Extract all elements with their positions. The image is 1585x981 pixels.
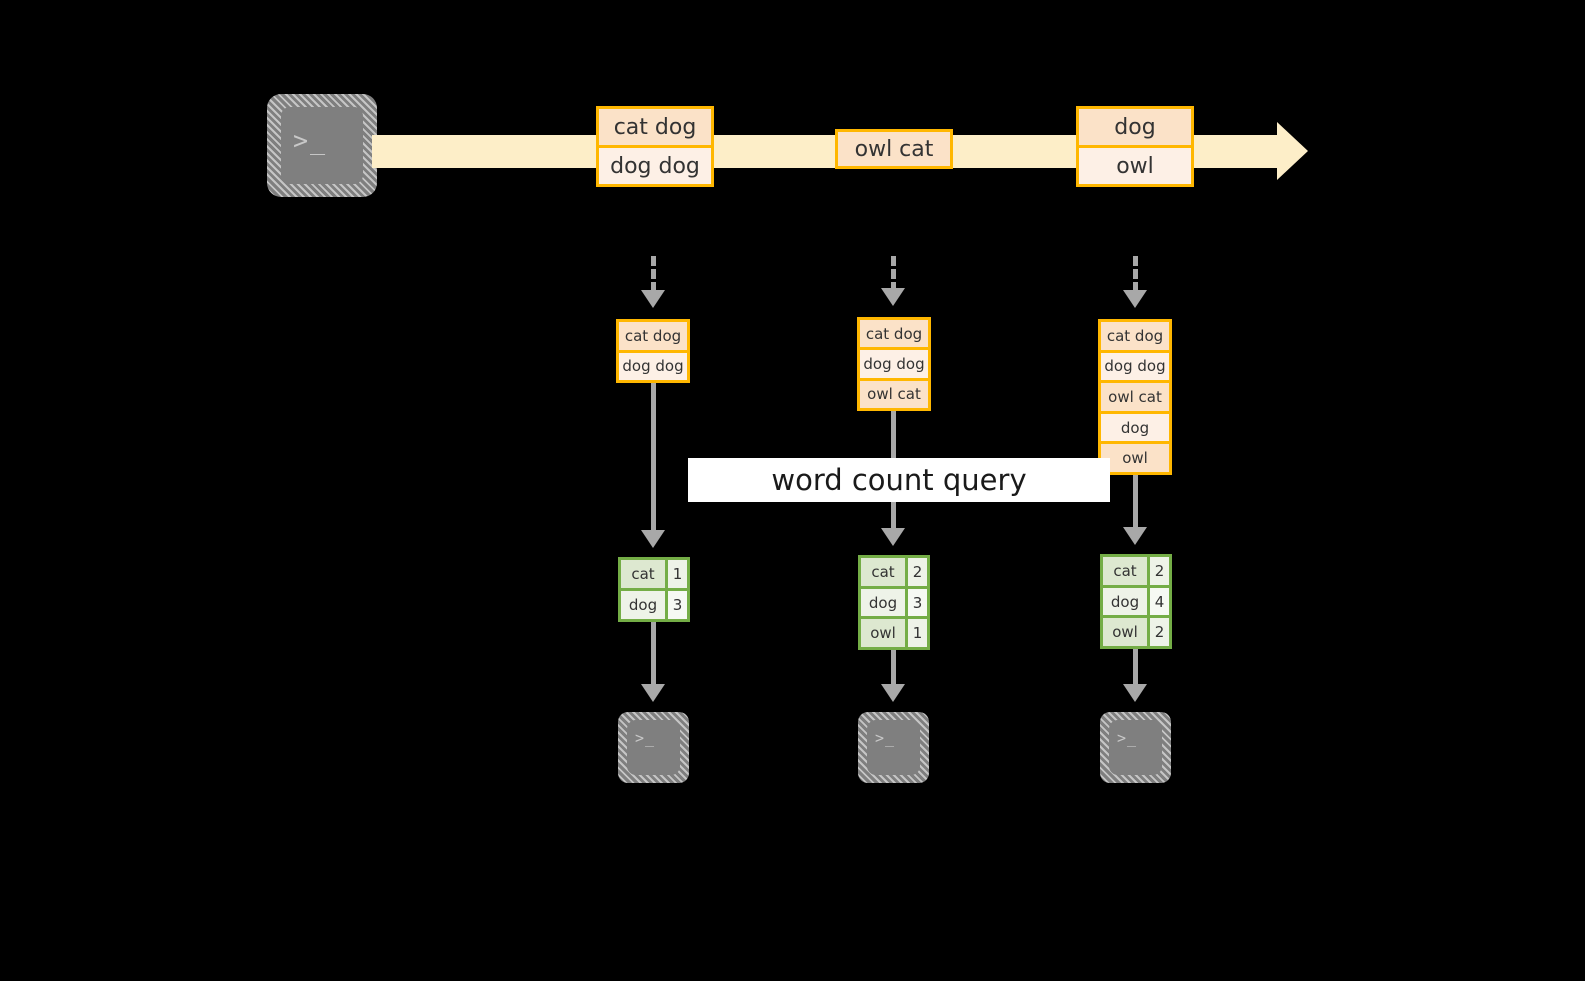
result-word-cell: dog xyxy=(1103,587,1147,616)
snapshot-1-input-row: cat dog xyxy=(619,322,687,350)
stream-event-group-2: owl cat xyxy=(835,129,953,169)
stream-arrow-head-icon xyxy=(1277,122,1308,180)
result-count-cell: 2 xyxy=(1147,557,1169,585)
table-row: cat 2 xyxy=(1103,557,1169,585)
terminal-prompt-label: >_ xyxy=(635,729,656,747)
result-count-cell: 4 xyxy=(1147,587,1169,616)
table-row: cat 2 xyxy=(861,558,927,586)
stream-event-group-3: dog owl xyxy=(1076,106,1194,187)
result-word-cell: cat xyxy=(1103,557,1147,585)
stream-event-line: owl xyxy=(1079,145,1191,184)
result-count-cell: 1 xyxy=(905,619,927,648)
snapshot-3-result-table: cat 2 dog 4 owl 2 xyxy=(1100,554,1172,649)
stream-event-group-1: cat dog dog dog xyxy=(596,106,714,187)
snapshot-1-result-table: cat 1 dog 3 xyxy=(618,557,690,622)
snapshot-3-input-row: dog dog xyxy=(1101,349,1169,381)
result-count-cell: 2 xyxy=(905,558,927,586)
snapshot-2-input-row: owl cat xyxy=(860,377,928,408)
source-terminal-icon: >_ xyxy=(267,94,377,197)
snapshot-2-trigger-line xyxy=(891,256,896,292)
snapshot-3-sink-terminal-icon: >_ xyxy=(1100,712,1171,783)
snapshot-2-input-row: dog dog xyxy=(860,347,928,378)
terminal-screen xyxy=(627,720,680,775)
terminal-screen xyxy=(281,107,363,184)
snapshot-3-trigger-line xyxy=(1133,256,1138,292)
stream-event-line: cat dog xyxy=(599,109,711,145)
result-count-cell: 3 xyxy=(665,591,687,619)
snapshot-3-trigger-arrowhead-icon xyxy=(1123,290,1147,308)
snapshot-2-input-table: cat dog dog dog owl cat xyxy=(857,317,931,411)
snapshot-2-output-arrowhead-icon xyxy=(881,684,905,702)
snapshot-3-input-row: owl cat xyxy=(1101,380,1169,411)
stream-event-line: dog xyxy=(1079,109,1191,145)
table-row: cat 1 xyxy=(621,560,687,588)
snapshot-2-trigger-arrowhead-icon xyxy=(881,288,905,306)
result-count-cell: 2 xyxy=(1147,618,1169,647)
table-row: owl 1 xyxy=(861,616,927,648)
snapshot-1-trigger-line xyxy=(651,256,656,292)
terminal-screen xyxy=(1109,720,1162,775)
snapshot-3-input-row: dog xyxy=(1101,410,1169,442)
snapshot-3-input-row: owl xyxy=(1101,441,1169,472)
snapshot-3-input-row: cat dog xyxy=(1101,322,1169,350)
snapshot-3-input-table: cat dog dog dog owl cat dog owl xyxy=(1098,319,1172,475)
terminal-prompt-label: >_ xyxy=(293,126,328,155)
terminal-prompt-label: >_ xyxy=(875,729,896,747)
stream-event-line: dog dog xyxy=(599,145,711,184)
terminal-screen xyxy=(867,720,920,775)
table-row: owl 2 xyxy=(1103,615,1169,647)
table-row: dog 3 xyxy=(861,585,927,617)
snapshot-2-query-arrowhead-icon xyxy=(881,528,905,546)
snapshot-1-query-arrowhead-icon xyxy=(641,530,665,548)
result-word-cell: dog xyxy=(621,591,665,619)
stream-event-line: owl cat xyxy=(838,132,950,166)
result-count-cell: 3 xyxy=(905,588,927,617)
snapshot-3-output-arrowhead-icon xyxy=(1123,684,1147,702)
table-row: dog 3 xyxy=(621,588,687,619)
snapshot-1-input-table: cat dog dog dog xyxy=(616,319,690,383)
snapshot-1-output-line xyxy=(651,622,656,686)
snapshot-2-input-row: cat dog xyxy=(860,320,928,348)
snapshot-2-sink-terminal-icon: >_ xyxy=(858,712,929,783)
result-word-cell: dog xyxy=(861,588,905,617)
snapshot-1-sink-terminal-icon: >_ xyxy=(618,712,689,783)
snapshot-2-result-table: cat 2 dog 3 owl 1 xyxy=(858,555,930,650)
result-word-cell: owl xyxy=(861,619,905,648)
result-word-cell: cat xyxy=(621,560,665,588)
snapshot-3-query-line xyxy=(1133,475,1138,530)
result-word-cell: owl xyxy=(1103,618,1147,647)
snapshot-1-input-row: dog dog xyxy=(619,349,687,380)
snapshot-3-output-line xyxy=(1133,649,1138,686)
query-banner: word count query xyxy=(688,458,1110,502)
snapshot-2-output-line xyxy=(891,650,896,686)
result-count-cell: 1 xyxy=(665,560,687,588)
terminal-prompt-label: >_ xyxy=(1117,729,1138,747)
query-banner-label: word count query xyxy=(771,463,1027,497)
snapshot-3-query-arrowhead-icon xyxy=(1123,527,1147,545)
snapshot-1-query-line xyxy=(651,383,656,532)
snapshot-1-trigger-arrowhead-icon xyxy=(641,290,665,308)
table-row: dog 4 xyxy=(1103,584,1169,616)
result-word-cell: cat xyxy=(861,558,905,586)
snapshot-1-output-arrowhead-icon xyxy=(641,684,665,702)
